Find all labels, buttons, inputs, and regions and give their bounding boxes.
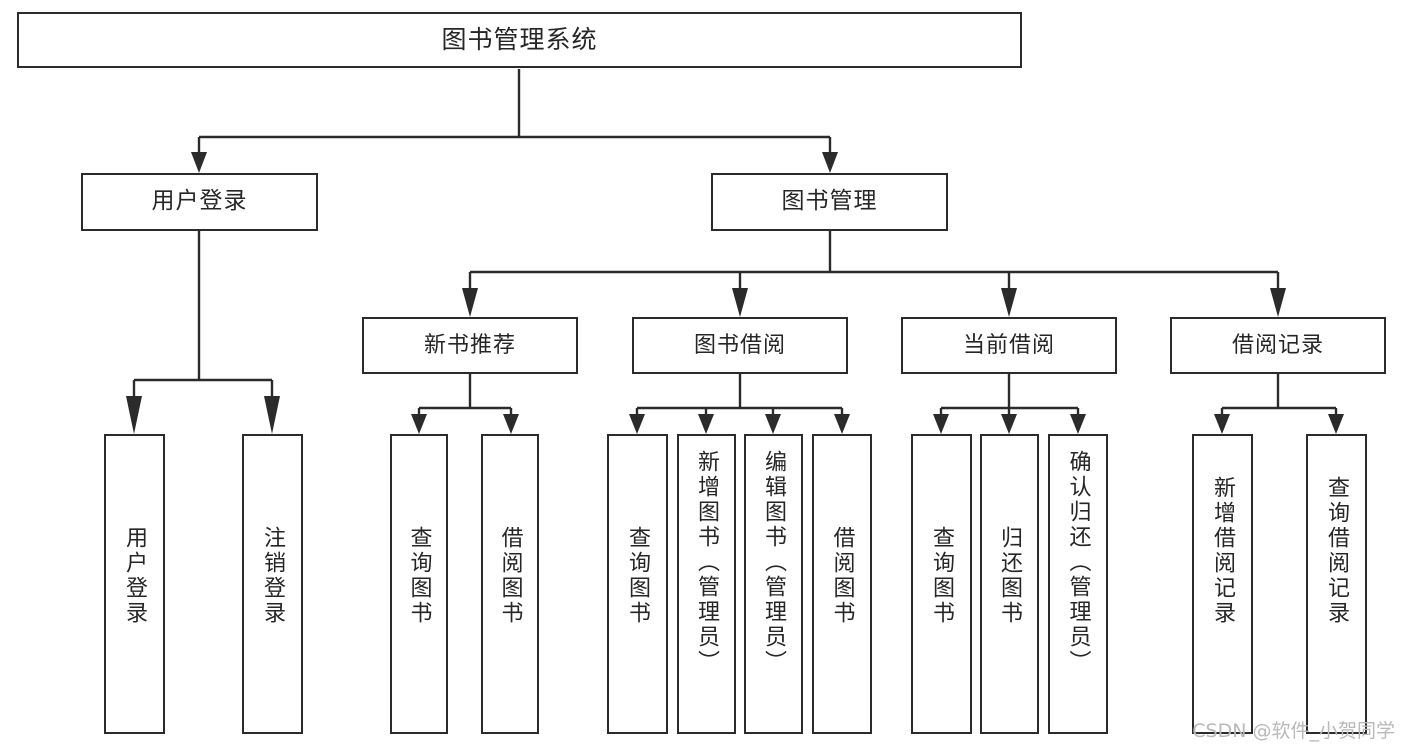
node-borrow-record[interactable]: 借阅记录 (1170, 317, 1386, 374)
arrow-bb-leaf1 (629, 414, 645, 434)
leaf-br-query-record[interactable]: 查询借阅记录 (1306, 434, 1367, 734)
arrow-bb-leaf2 (698, 414, 714, 434)
arrow-bb-leaf4 (834, 414, 850, 434)
node-root-label: 图书管理系统 (441, 25, 598, 55)
arrow-book-borrow (732, 288, 748, 317)
arrow-user-login (191, 152, 207, 173)
arrow-ul-leaf1 (126, 396, 142, 434)
leaf-bb-query-book-label: 查询图书 (625, 526, 651, 626)
leaf-bb-edit-book-label: 编辑图书（管理员） (761, 450, 787, 675)
node-root[interactable]: 图书管理系统 (17, 12, 1022, 68)
arrow-br-leaf1 (1214, 414, 1230, 434)
leaf-cb-query-book[interactable]: 查询图书 (911, 434, 972, 734)
arrow-cb-leaf2 (1001, 414, 1017, 434)
node-book-borrow[interactable]: 图书借阅 (632, 317, 848, 374)
node-book-borrow-label: 图书借阅 (693, 332, 786, 358)
arrow-ul-leaf2 (264, 396, 280, 434)
leaf-user-login[interactable]: 用户登录 (104, 434, 165, 734)
arrow-borrow-record (1270, 288, 1286, 317)
arrow-br-leaf2 (1328, 414, 1344, 434)
node-new-book-recommend-label: 新书推荐 (423, 332, 516, 358)
leaf-cb-confirm-return-label: 确认归还（管理员） (1065, 450, 1091, 675)
arrow-book-manage (822, 152, 838, 173)
leaf-logout[interactable]: 注销登录 (242, 434, 303, 734)
node-book-manage-label: 图书管理 (781, 188, 878, 215)
arrow-new-book (462, 288, 478, 317)
leaf-cb-return-book-label: 归还图书 (997, 526, 1023, 626)
leaf-nb-query-book[interactable]: 查询图书 (390, 434, 448, 734)
node-user-login-label: 用户登录 (151, 188, 248, 215)
leaf-bb-add-book-label: 新增图书（管理员） (694, 450, 720, 675)
csdn-watermark: CSDN @软件_小贺同学 (1192, 720, 1395, 742)
leaf-cb-query-book-label: 查询图书 (929, 526, 955, 626)
leaf-br-query-record-label: 查询借阅记录 (1324, 476, 1350, 626)
node-borrow-record-label: 借阅记录 (1231, 332, 1324, 358)
node-current-borrow-label: 当前借阅 (962, 332, 1055, 358)
arrow-nb-leaf2 (503, 414, 519, 434)
leaf-br-add-record-label: 新增借阅记录 (1210, 476, 1236, 626)
arrow-bb-leaf3 (765, 414, 781, 434)
leaf-bb-borrow-book[interactable]: 借阅图书 (812, 434, 872, 734)
leaf-nb-borrow-book[interactable]: 借阅图书 (481, 434, 539, 734)
arrow-cb-leaf1 (933, 414, 949, 434)
leaf-nb-borrow-book-label: 借阅图书 (497, 526, 523, 626)
leaf-logout-label: 注销登录 (260, 526, 286, 626)
leaf-cb-confirm-return[interactable]: 确认归还（管理员） (1048, 434, 1108, 734)
leaf-br-add-record[interactable]: 新增借阅记录 (1192, 434, 1253, 734)
leaf-user-login-label: 用户登录 (122, 526, 148, 626)
node-new-book-recommend[interactable]: 新书推荐 (362, 317, 578, 374)
leaf-bb-query-book[interactable]: 查询图书 (607, 434, 668, 734)
leaf-bb-borrow-book-label: 借阅图书 (829, 526, 855, 626)
arrow-nb-leaf1 (411, 414, 427, 434)
leaf-nb-query-book-label: 查询图书 (406, 526, 432, 626)
leaf-cb-return-book[interactable]: 归还图书 (980, 434, 1039, 734)
node-current-borrow[interactable]: 当前借阅 (901, 317, 1117, 374)
node-user-login[interactable]: 用户登录 (81, 173, 318, 231)
leaf-bb-add-book[interactable]: 新增图书（管理员） (677, 434, 736, 734)
node-book-manage[interactable]: 图书管理 (711, 173, 948, 231)
arrow-cb-leaf3 (1070, 414, 1086, 434)
arrow-current-borrow (1001, 288, 1017, 317)
leaf-bb-edit-book[interactable]: 编辑图书（管理员） (744, 434, 803, 734)
